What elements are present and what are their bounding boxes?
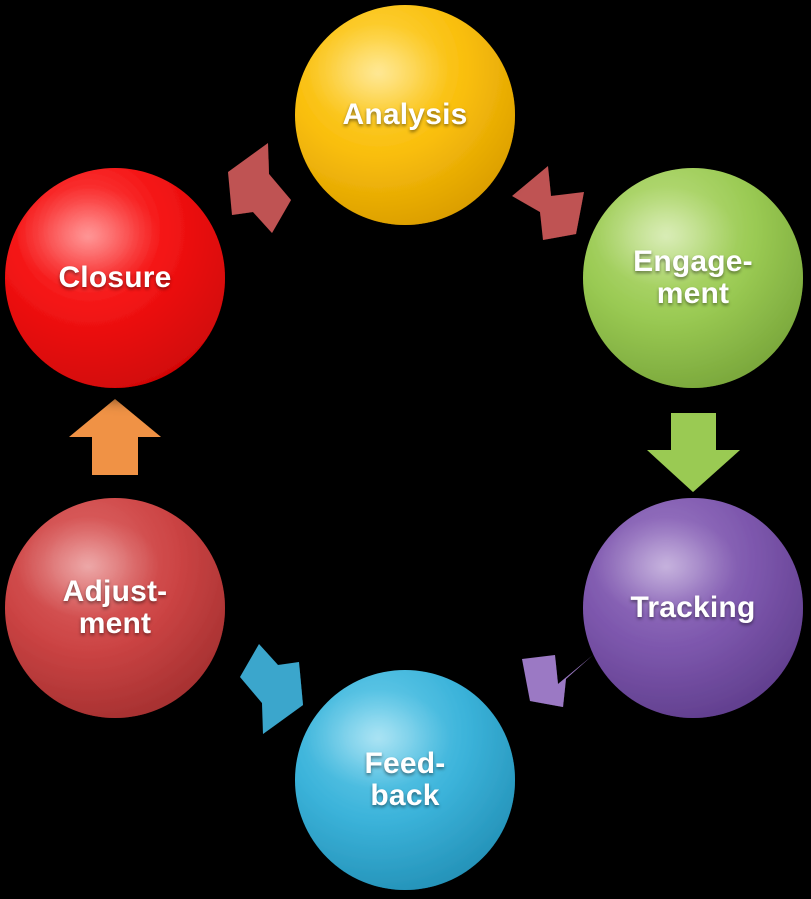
- arrow-analysis-to-engagement: [512, 166, 584, 240]
- arrow-closure-to-analysis: [228, 143, 291, 233]
- node-adjustment[interactable]: [5, 498, 225, 718]
- arrow-adjustment-to-closure: [69, 399, 161, 475]
- node-tracking[interactable]: [583, 498, 803, 718]
- node-feedback[interactable]: [295, 670, 515, 890]
- arrow-feedback-to-adjustment: [240, 644, 303, 734]
- node-closure[interactable]: [5, 168, 225, 388]
- node-circle-group: [5, 5, 803, 890]
- node-analysis[interactable]: [295, 5, 515, 225]
- arrow-group: [69, 143, 740, 734]
- arrow-engagement-to-tracking: [647, 413, 740, 492]
- node-engagement[interactable]: [583, 168, 803, 388]
- arrow-tracking-to-feedback: [522, 655, 593, 707]
